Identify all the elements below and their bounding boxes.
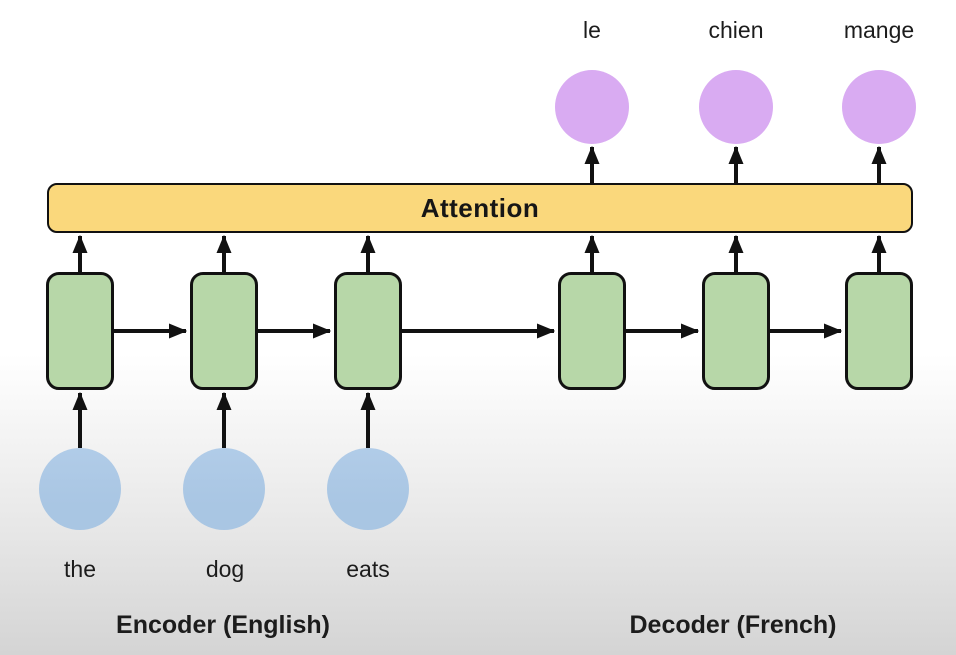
- encoder-cell-1: [46, 272, 114, 390]
- decoder-cell-1: [558, 272, 626, 390]
- decoder-cell-3: [845, 272, 913, 390]
- input-token-circle-the: [39, 448, 121, 530]
- input-token-circle-eats: [327, 448, 409, 530]
- input-token-circle-dog: [183, 448, 265, 530]
- output-token-label-chien: chien: [708, 17, 764, 43]
- decoder-cell-2: [702, 272, 770, 390]
- input-token-label-dog: dog: [205, 556, 245, 582]
- output-token-label-le: le: [583, 17, 601, 43]
- encoder-section-label: Encoder (English): [116, 611, 330, 639]
- output-token-circle-chien: [699, 70, 773, 144]
- attention-label: Attention: [420, 192, 540, 223]
- attention-bar: Attention: [47, 183, 913, 233]
- output-token-label-mange: mange: [843, 17, 915, 43]
- encoder-cell-3: [334, 272, 402, 390]
- input-token-label-eats: eats: [346, 556, 390, 582]
- input-token-label-the: the: [64, 556, 96, 582]
- output-token-circle-le: [555, 70, 629, 144]
- encoder-cell-2: [190, 272, 258, 390]
- output-token-circle-mange: [842, 70, 916, 144]
- decoder-section-label: Decoder (French): [629, 611, 837, 639]
